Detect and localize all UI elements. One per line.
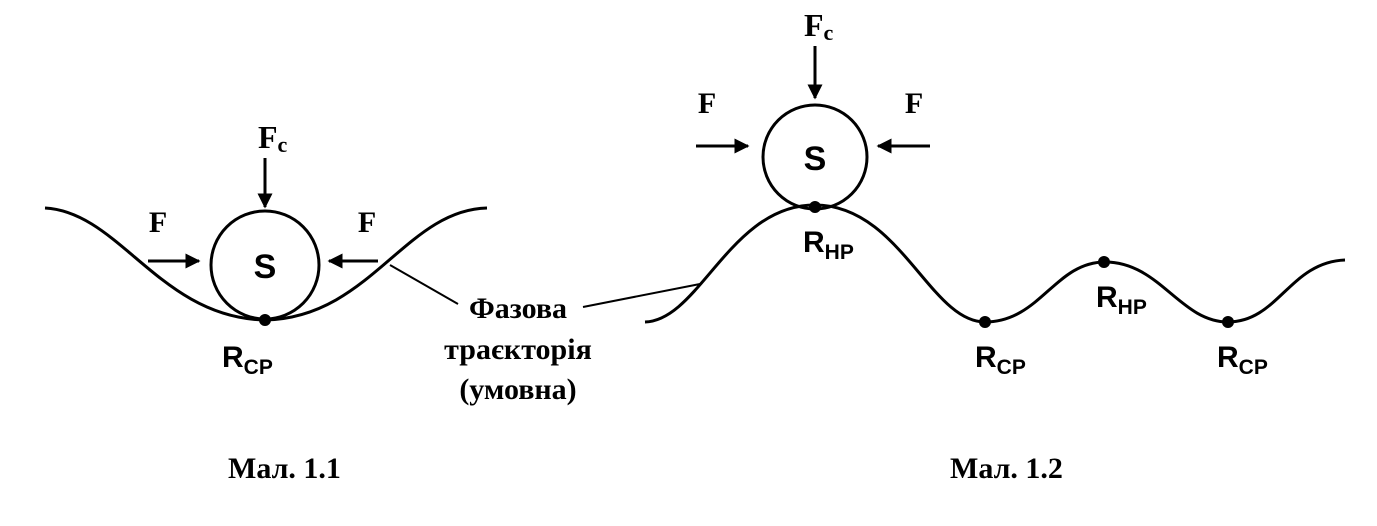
unstable-point-dot-1: [809, 201, 821, 213]
figure-1-1: S Fc F F RCP Мал. 1.1: [44, 119, 488, 485]
phase-label-line-3: (умовна): [459, 373, 576, 406]
force-right-label: F: [905, 87, 923, 120]
caption-fig-1-1: Мал. 1.1: [228, 452, 341, 485]
stable-point-label: RCP: [222, 341, 273, 379]
unstable-point-dot-2: [1098, 256, 1110, 268]
unstable-point-label-1: RHP: [803, 226, 854, 264]
unstable-point-label-2: RHP: [1096, 281, 1147, 319]
stable-point-dot: [259, 314, 271, 326]
force-right-label: F: [358, 206, 376, 239]
stable-point-dot-2: [1222, 316, 1234, 328]
phase-label-line-2: траєкторія: [444, 333, 592, 366]
caption-fig-1-2: Мал. 1.2: [950, 452, 1063, 485]
phase-label-line-1: Фазова: [469, 292, 567, 325]
force-left-label: F: [698, 87, 716, 120]
force-top-label: Fc: [258, 119, 288, 157]
pointer-line-right: [582, 283, 701, 308]
force-left-label: F: [149, 206, 167, 239]
pointer-line-left: [389, 264, 459, 305]
system-label: S: [804, 140, 827, 178]
force-top-label: Fc: [804, 7, 834, 45]
stable-point-label-2: RCP: [1217, 341, 1268, 379]
system-label: S: [254, 248, 277, 286]
phase-trajectory-annotation: Фазова траєкторія (умовна): [389, 264, 701, 406]
figure-1-2: S Fc F F RHP RCP RHP RCP Мал.: [644, 7, 1346, 485]
phase-curve-multi: [644, 203, 1346, 324]
stable-point-dot-1: [979, 316, 991, 328]
stable-point-label-1: RCP: [975, 341, 1026, 379]
